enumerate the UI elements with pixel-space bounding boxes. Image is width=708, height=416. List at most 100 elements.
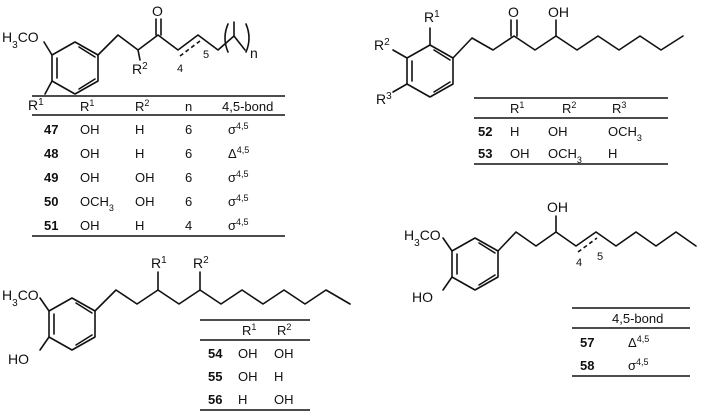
oh-label: OH xyxy=(547,199,568,215)
t1-row-48-n: 6 xyxy=(185,146,192,161)
t3-row-56-id: 56 xyxy=(208,392,222,407)
r2-label: R2 xyxy=(374,37,390,54)
t2-row-52-r2: OH xyxy=(548,124,568,139)
ho-bond xyxy=(442,276,453,291)
dashed-double-bond xyxy=(179,40,201,57)
t2-row-52-r3: OCH3 xyxy=(608,124,642,143)
carbonyl-o-label: O xyxy=(508,4,519,20)
t1-row-48-r1: OH xyxy=(80,146,100,161)
molecule-bottom-right: H3CO HO OH 4 5 xyxy=(404,199,697,305)
molecule-bottom-left: H3CO HO R1 R2 xyxy=(2,255,351,367)
t3-row-54-id: 54 xyxy=(208,346,223,361)
r1-bond xyxy=(44,80,53,95)
r2-bond xyxy=(392,49,408,59)
t1-row-51-id: 51 xyxy=(44,218,58,233)
t1-row-50-id: 50 xyxy=(44,194,58,209)
t4-row-57-id: 57 xyxy=(580,335,594,350)
repeat-bracket-close xyxy=(245,23,250,53)
t1-row-51-r2: H xyxy=(135,218,144,233)
side-chain xyxy=(97,34,246,56)
n-label: n xyxy=(250,45,258,61)
t3-row-54-r1: OH xyxy=(238,346,258,361)
t3-header-r1: R1 xyxy=(242,322,256,338)
ome-bond xyxy=(43,41,53,56)
ome-label: H3CO xyxy=(2,29,39,51)
ome-rest: CO xyxy=(18,29,39,45)
carbonyl-o-label: O xyxy=(152,3,163,19)
r2-sup: 2 xyxy=(142,61,148,72)
t3-row-55-id: 55 xyxy=(208,369,222,384)
t2-row-53-r3: H xyxy=(608,146,617,161)
repeat-bracket xyxy=(224,23,229,53)
molecule-top-left: H3CO R1 R2 O 4 5 n xyxy=(2,3,258,113)
t1-row-48-r2: H xyxy=(135,146,144,161)
t1-row-48-bond: Δ4,5 xyxy=(228,145,249,161)
t4-header-bond: 4,5-bond xyxy=(612,311,663,326)
position-4-label: 4 xyxy=(177,63,183,75)
t3-row-56-r1: H xyxy=(238,392,247,407)
r1-sup: 1 xyxy=(38,97,44,108)
t3-row-55-r2: H xyxy=(274,369,283,384)
side-chain xyxy=(452,35,684,59)
t1-row-47-r1: OH xyxy=(80,122,100,137)
t4-row-58-bond: σ4,5 xyxy=(628,357,649,373)
t2-row-53-id: 53 xyxy=(478,146,492,161)
t1-row-50-n: 6 xyxy=(185,194,192,209)
side-chain xyxy=(94,289,351,312)
molecule-top-right: R1 R2 R3 O OH xyxy=(374,4,684,108)
side-chain xyxy=(497,231,697,252)
t2-row-53-r2: OCH3 xyxy=(548,146,582,165)
t1-row-49-r1: OH xyxy=(80,170,100,185)
t1-row-51-r1: OH xyxy=(80,218,100,233)
r3-label: R3 xyxy=(376,91,392,108)
t1-row-50-bond: σ4,5 xyxy=(228,193,249,209)
oh-label: OH xyxy=(548,4,569,20)
r2-label: R2 xyxy=(193,255,209,272)
ho-label: HO xyxy=(8,351,29,367)
t3-row-56-r2: OH xyxy=(274,392,294,407)
r2-bond xyxy=(137,49,141,61)
position-5-label: 5 xyxy=(597,251,603,263)
ho-label: HO xyxy=(412,289,433,305)
t1-header-bond: 4,5-bond xyxy=(222,99,273,114)
t4-row-58-id: 58 xyxy=(580,358,594,373)
t1-header-r1: R1 xyxy=(80,98,94,114)
t2-header-r1: R1 xyxy=(510,100,524,116)
r1-label: R1 xyxy=(28,97,44,114)
t1-row-49-r2: OH xyxy=(135,170,155,185)
t1-row-49-id: 49 xyxy=(44,170,58,185)
t1-row-50-r2: OH xyxy=(135,194,155,209)
t1-row-47-r2: H xyxy=(135,122,144,137)
t1-header-n: n xyxy=(185,99,192,114)
ome-bond xyxy=(39,297,50,312)
ome-label: H3CO xyxy=(404,227,441,249)
r3-bond xyxy=(392,83,408,93)
t1-row-50-r1: OCH3 xyxy=(80,194,114,213)
t2-row-53-r1: OH xyxy=(510,146,530,161)
benzene-ring xyxy=(48,297,96,351)
ho-bond xyxy=(39,336,50,351)
ome-text: H xyxy=(2,29,12,45)
t2-header-r2: R2 xyxy=(562,100,576,116)
r2-label: R2 xyxy=(132,61,148,78)
t1-row-48-id: 48 xyxy=(44,146,58,161)
t1-row-51-n: 4 xyxy=(185,218,192,233)
r1-label: R1 xyxy=(151,255,167,272)
r1-label: R1 xyxy=(424,9,440,26)
t3-row-54-r2: OH xyxy=(274,346,294,361)
benzene-ring xyxy=(51,41,99,95)
t2-row-52-id: 52 xyxy=(478,124,492,139)
t1-row-47-id: 47 xyxy=(44,122,58,137)
position-4-label: 4 xyxy=(576,257,582,269)
benzene-ring xyxy=(451,237,499,291)
ome-bond xyxy=(442,237,453,252)
